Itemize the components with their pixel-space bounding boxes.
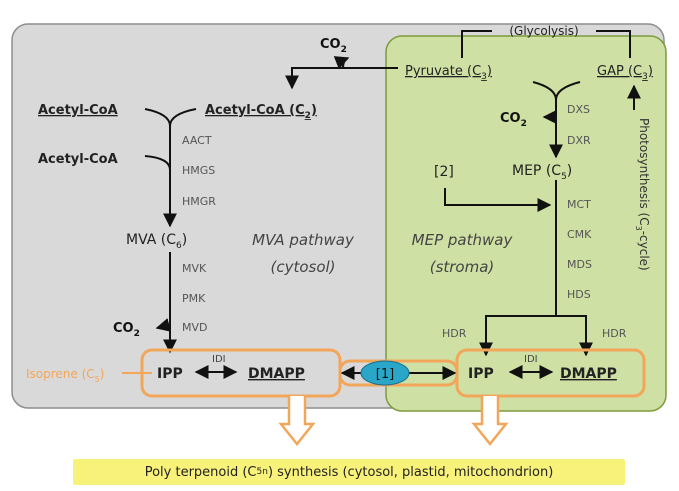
- idi-left: IDI: [212, 354, 226, 365]
- enzyme-mvd: MVD: [182, 321, 208, 334]
- ref-2-label: [2]: [434, 164, 454, 180]
- enzyme-pmk: PMK: [182, 292, 206, 305]
- mep-flow-arrows: [444, 81, 593, 357]
- pyruvate-label: Pyruvate (C3): [405, 64, 492, 82]
- enzyme-mds: MDS: [567, 258, 592, 271]
- enzyme-mct: MCT: [567, 198, 591, 211]
- dmapp-right: DMAPP: [560, 366, 617, 382]
- plastid-panel: [385, 35, 667, 412]
- enzyme-aact: AACT: [182, 134, 212, 147]
- co2-top-label: CO2: [320, 37, 347, 55]
- ipp-left: IPP: [157, 366, 183, 382]
- mep-pathway-title: MEP pathway: [412, 231, 514, 249]
- acetyl-coa-c2: Acetyl-CoA (C2): [205, 103, 317, 121]
- glycolysis-connector: [461, 30, 631, 58]
- hdr-left-label: HDR: [442, 327, 467, 340]
- caption-text: Poly terpenoid (C: [144, 464, 257, 480]
- acetyl-coa-1: Acetyl-CoA: [38, 103, 118, 118]
- acetyl-coa-2: Acetyl-CoA: [38, 152, 118, 167]
- enzyme-hds: HDS: [567, 288, 591, 301]
- caption-tail: ) synthesis (cytosol, plastid, mitochond…: [267, 464, 554, 480]
- output-arrow-right: [471, 396, 509, 447]
- mep-label: MEP (C5): [512, 163, 572, 182]
- hdr-right-label: HDR: [602, 327, 627, 340]
- co2-mep-label: CO2: [500, 111, 527, 129]
- mva-pathway-title: MVA pathway: [252, 231, 355, 249]
- enzyme-dxr: DXR: [567, 134, 591, 147]
- mva-pathway-location: (cytosol): [270, 258, 335, 276]
- mva-label: MVA (C6): [126, 232, 187, 251]
- ipp-right: IPP: [468, 366, 494, 382]
- gap-label: GAP (C3): [597, 64, 653, 82]
- glycolysis-label: (Glycolysis): [509, 24, 578, 38]
- enzyme-dxs: DXS: [567, 103, 590, 116]
- transport-band: [338, 359, 459, 387]
- enzyme-hmgs: HMGS: [182, 164, 215, 177]
- idi-right: IDI: [524, 354, 538, 365]
- enzyme-cmk: CMK: [567, 228, 592, 241]
- pyruvate-to-acetylcoa-arrow: [285, 56, 398, 90]
- mva-flow-arrows: [144, 108, 197, 354]
- transporter-1: [360, 360, 410, 386]
- mep-pathway-location: (stroma): [430, 258, 495, 276]
- enzyme-hmgr: HMGR: [182, 195, 216, 208]
- photosynthesis-label: Photosynthesis (C3-cycle): [634, 118, 651, 271]
- co2-bottom-label: CO2: [113, 321, 140, 339]
- output-arrow-left: [278, 396, 316, 447]
- ref-1-label: [1]: [376, 367, 394, 382]
- dmapp-left: DMAPP: [248, 366, 305, 382]
- enzyme-mvk: MVK: [182, 262, 207, 275]
- caption-subscript: 5n: [256, 467, 268, 477]
- isoprene-label: Isoprene (C5): [26, 367, 104, 384]
